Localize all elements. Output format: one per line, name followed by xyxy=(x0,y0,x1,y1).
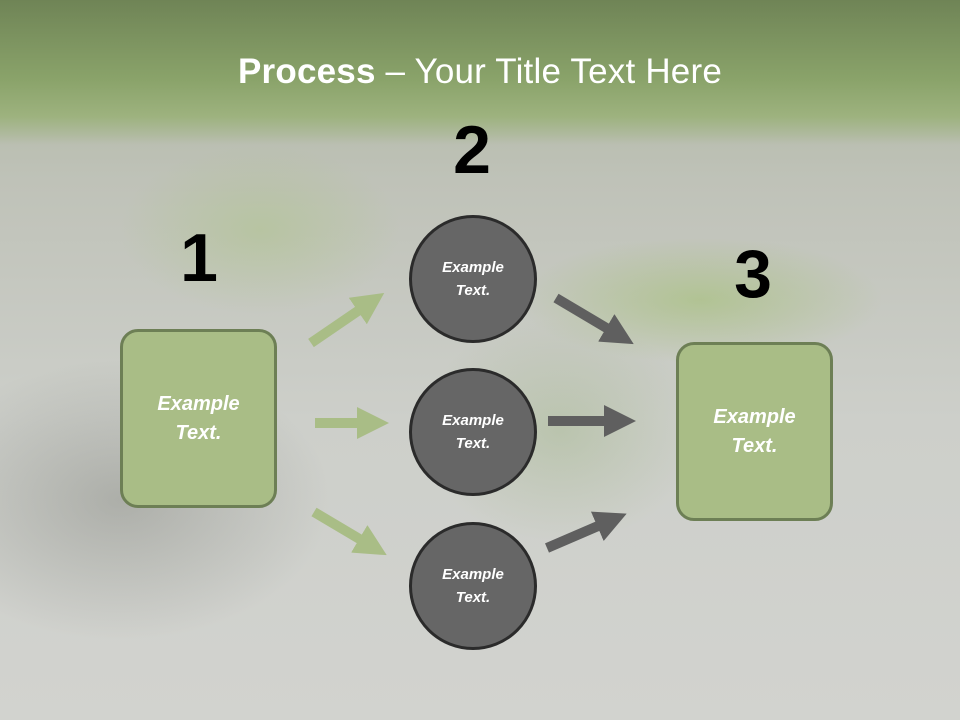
step3-text-line1: Example xyxy=(713,405,796,428)
title-bold: Process xyxy=(238,52,376,91)
step1-box[interactable]: Example Text. xyxy=(120,329,277,508)
step1-text-line1: Example xyxy=(157,392,240,415)
step2-circle-bottom[interactable]: Example Text. xyxy=(409,522,537,650)
circle-bottom-line2: Text. xyxy=(455,589,491,606)
circle-middle-line1: Example xyxy=(442,412,504,429)
step3-text-line2: Text. xyxy=(731,434,778,457)
circle-bottom-line1: Example xyxy=(442,566,504,583)
step3-text: Example Text. xyxy=(695,403,815,461)
step3-box[interactable]: Example Text. xyxy=(676,342,833,521)
arrow-step1-to-top-circle xyxy=(308,292,385,348)
arrow-bottom-circle-to-step3 xyxy=(545,511,627,553)
circle-bottom-text: Example Text. xyxy=(428,563,518,609)
circle-top-line2: Text. xyxy=(455,282,491,299)
step-number-2: 2 xyxy=(453,112,491,188)
step2-circle-middle[interactable]: Example Text. xyxy=(409,368,537,496)
circle-top-text: Example Text. xyxy=(428,256,518,302)
circle-middle-line2: Text. xyxy=(455,435,491,452)
arrow-top-circle-to-step3 xyxy=(553,293,634,345)
circle-top-line1: Example xyxy=(442,259,504,276)
title-rest: – Your Title Text Here xyxy=(375,52,722,91)
step1-text: Example Text. xyxy=(139,390,259,448)
step1-text-line2: Text. xyxy=(175,421,222,444)
slide-title: Process – Your Title Text Here xyxy=(0,52,960,92)
step2-circle-top[interactable]: Example Text. xyxy=(409,215,537,343)
arrow-step1-to-bottom-circle xyxy=(311,507,387,556)
header-band xyxy=(0,0,960,145)
step-number-3: 3 xyxy=(734,236,772,312)
circle-middle-text: Example Text. xyxy=(428,409,518,455)
step-number-1: 1 xyxy=(180,220,218,296)
